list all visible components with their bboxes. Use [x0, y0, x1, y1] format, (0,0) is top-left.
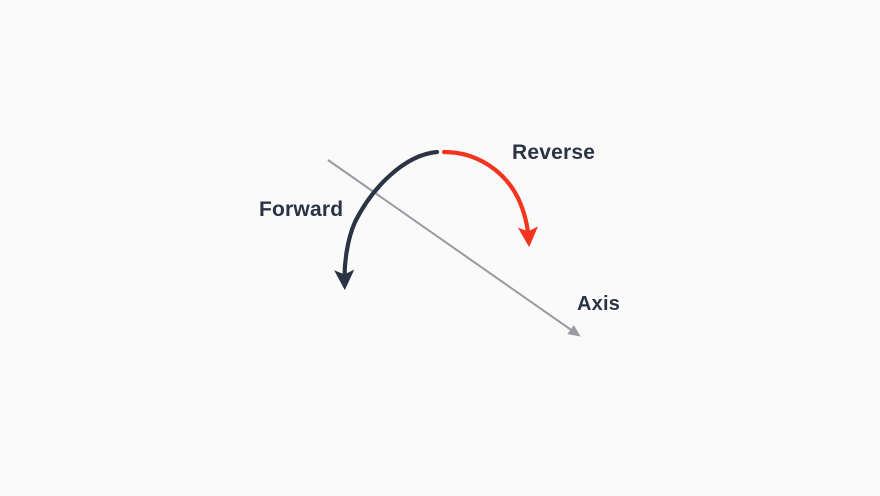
axis-label: Axis: [577, 293, 620, 315]
forward-label: Forward: [259, 198, 343, 221]
forward-arrow-group: [334, 149, 440, 291]
reverse-arc: [441, 149, 539, 248]
axis-line: [327, 159, 581, 337]
axis-arrow-group: [327, 159, 581, 337]
reverse-arrow-group: [441, 149, 539, 248]
forward-arc: [334, 149, 440, 291]
reverse-label: Reverse: [512, 141, 595, 164]
